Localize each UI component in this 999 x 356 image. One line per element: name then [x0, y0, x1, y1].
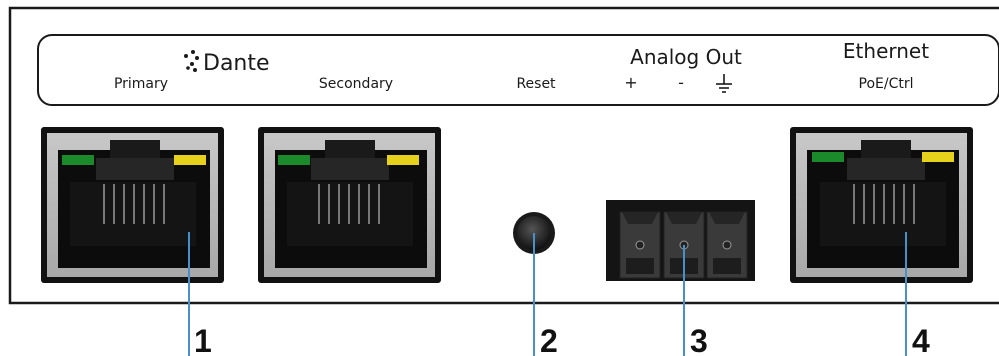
dante-brand-label: Dante [203, 51, 270, 76]
analog-plus-label: + [624, 73, 637, 92]
callout-number-2: 2 [540, 323, 558, 356]
callout-number-1: 1 [194, 323, 212, 356]
callout-number-4: 4 [912, 323, 930, 356]
dante-logo-icon [184, 50, 199, 72]
callout-leader-lines [188, 232, 907, 356]
primary-rj45-jack [41, 127, 224, 283]
analog-out-terminal-block [606, 200, 755, 281]
activity-led-yellow [922, 152, 954, 162]
link-led-green [62, 155, 94, 165]
analog-minus-label: - [678, 73, 684, 92]
label-panel [37, 34, 999, 106]
link-led-green [278, 155, 310, 165]
ground-symbol-icon [716, 74, 732, 93]
link-led-green [812, 152, 844, 162]
ethernet-poe-rj45-jack [790, 127, 973, 283]
poe-ctrl-label: PoE/Ctrl [859, 76, 914, 92]
reset-label: Reset [516, 76, 556, 92]
analog-out-label: Analog Out [630, 45, 742, 69]
activity-led-yellow [387, 155, 419, 165]
primary-port-label: Primary [114, 76, 168, 92]
secondary-rj45-jack [258, 127, 441, 283]
callout-number-3: 3 [690, 323, 708, 356]
activity-led-yellow [174, 155, 206, 165]
secondary-port-label: Secondary [319, 76, 393, 92]
ethernet-label: Ethernet [843, 39, 929, 63]
